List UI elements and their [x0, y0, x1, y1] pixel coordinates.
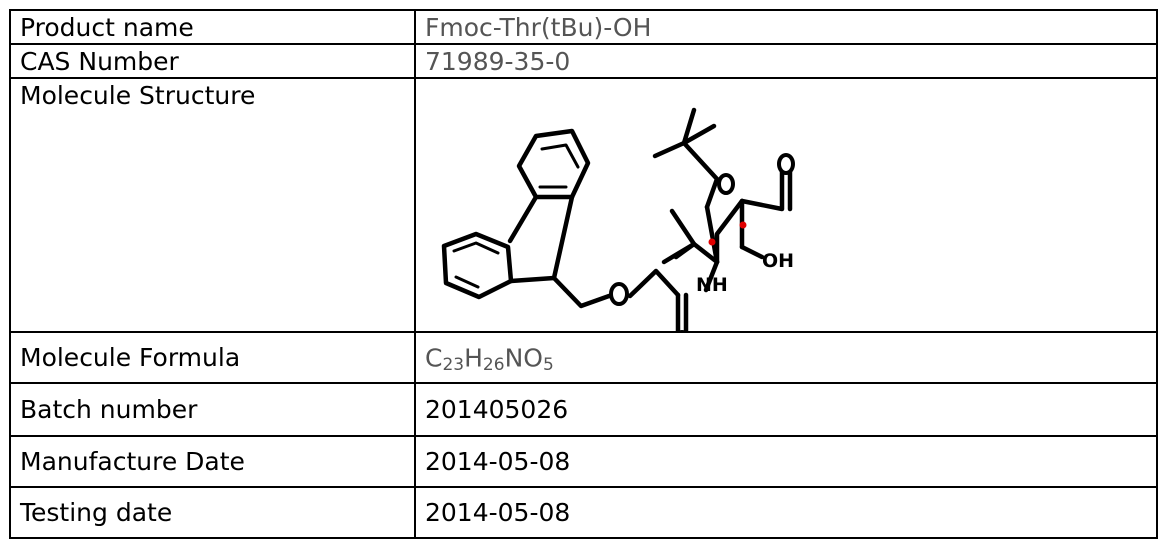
atom-oh-label: OH: [762, 250, 794, 272]
cas-number-label: CAS Number: [9, 43, 416, 79]
formula-no: NO: [504, 343, 543, 373]
row-testing-date: Testing date 2014-05-08: [9, 486, 1158, 539]
product-name-value: Fmoc-Thr(tBu)-OH: [414, 9, 1158, 45]
molecule-structure-image: OH NH: [441, 107, 795, 330]
formula-h-count: 26: [482, 355, 505, 376]
row-batch-number: Batch number 201405026: [9, 382, 1158, 437]
product-spec-table: Product name Fmoc-Thr(tBu)-OH CAS Number…: [9, 9, 1158, 539]
stereo-center-markers: [708, 221, 747, 246]
row-manufacture-date: Manufacture Date 2014-05-08: [9, 435, 1158, 488]
testing-date-label: Testing date: [9, 486, 416, 539]
testing-date-value: 2014-05-08: [414, 486, 1158, 539]
cas-number-value: 71989-35-0: [414, 43, 1158, 79]
formula-c: C: [425, 343, 443, 373]
batch-number-value: 201405026: [414, 382, 1158, 437]
row-molecule-formula: Molecule Formula C23H26NO5: [9, 331, 1158, 384]
molecule-structure-cell: OH NH: [414, 77, 1158, 333]
molecule-formula-label: Molecule Formula: [9, 331, 416, 384]
formula-h: H: [464, 343, 483, 373]
row-product-name: Product name Fmoc-Thr(tBu)-OH: [9, 9, 1158, 45]
batch-number-label: Batch number: [9, 382, 416, 437]
formula-c-count: 23: [442, 355, 465, 376]
manufacture-date-label: Manufacture Date: [9, 435, 416, 488]
product-name-label: Product name: [9, 9, 416, 45]
atom-nh-label: NH: [696, 274, 728, 296]
manufacture-date-value: 2014-05-08: [414, 435, 1158, 488]
formula-o-count: 5: [542, 355, 554, 376]
molecule-structure-label: Molecule Structure: [9, 77, 416, 333]
molecule-formula-value: C23H26NO5: [414, 331, 1158, 384]
row-molecule-structure: Molecule Structure: [9, 77, 1158, 333]
row-cas-number: CAS Number 71989-35-0: [9, 43, 1158, 79]
